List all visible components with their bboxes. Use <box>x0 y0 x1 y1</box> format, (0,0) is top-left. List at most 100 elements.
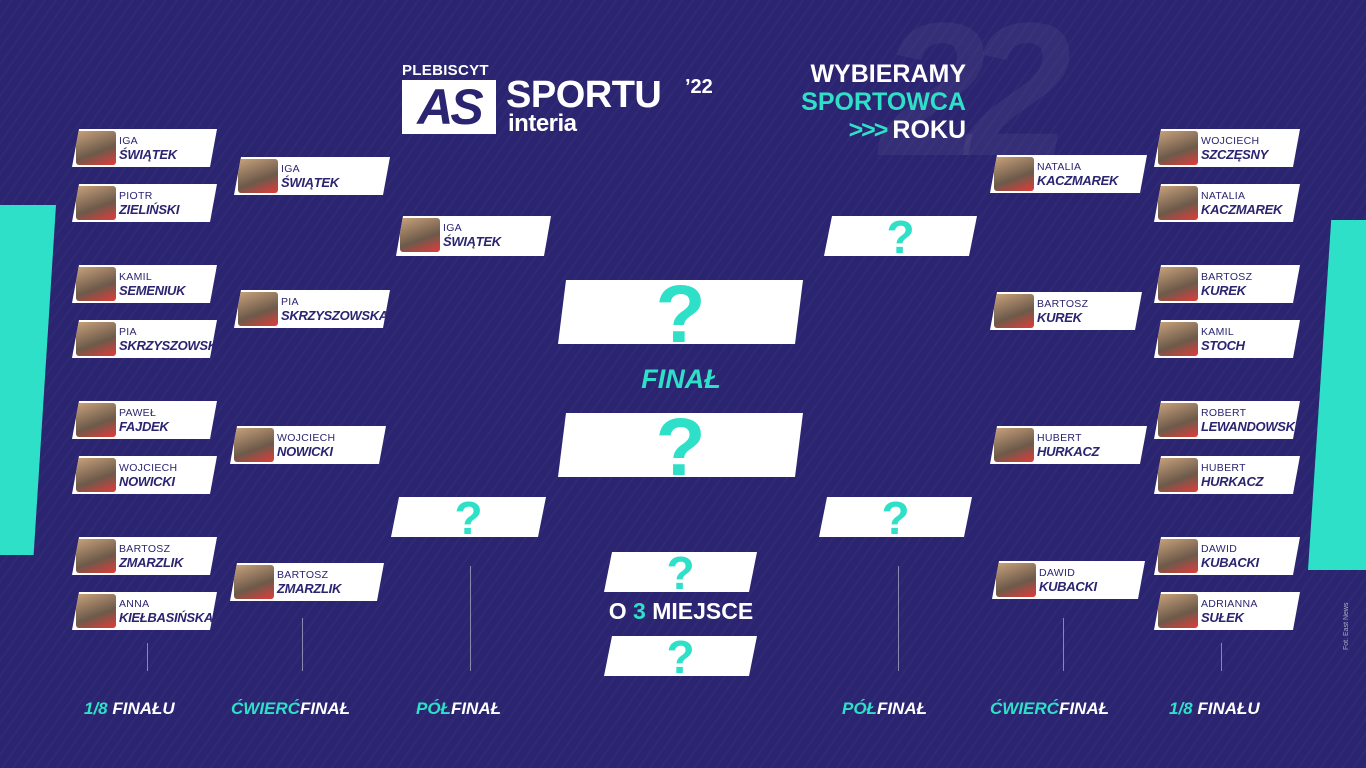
round-label-sf-left: PÓŁFINAŁ <box>416 699 501 719</box>
athlete-last-name: NOWICKI <box>119 474 175 489</box>
headline-line-3: >>>ROKU <box>801 116 966 144</box>
athlete-first-name: BARTOSZ <box>119 543 171 555</box>
athlete-last-name: FAJDEK <box>119 419 169 434</box>
round-label-highlight: ĆWIERĆ <box>231 699 300 718</box>
photo-credit: Fot. East News <box>1343 602 1350 650</box>
athlete-photo <box>76 539 116 573</box>
athlete-photo <box>1158 539 1198 573</box>
athlete-photo <box>76 322 116 356</box>
athlete-first-name: NATALIA <box>1037 161 1082 173</box>
round-label-r16-left: 1/8 FINAŁU <box>84 699 175 719</box>
athlete-first-name: IGA <box>443 222 462 234</box>
athlete-last-name: KUBACKI <box>1039 579 1097 594</box>
round-label-sf-right: PÓŁFINAŁ <box>842 699 927 719</box>
athlete-last-name: KUREK <box>1201 283 1246 298</box>
athlete-photo <box>1158 186 1198 220</box>
athlete-photo <box>994 157 1034 191</box>
headline-line-2: SPORTOWCA <box>801 88 966 116</box>
round-label-highlight: PÓŁ <box>416 699 451 718</box>
round-label-highlight: ĆWIERĆ <box>990 699 1059 718</box>
round-label-rest: FINAŁ <box>876 699 927 718</box>
divider-line <box>898 566 899 671</box>
athlete-last-name: ZIELIŃSKI <box>119 202 180 217</box>
athlete-first-name: HUBERT <box>1037 432 1082 444</box>
arrows-icon: >>> <box>848 116 889 144</box>
athlete-last-name: HURKACZ <box>1201 474 1264 489</box>
athlete-photo <box>76 594 116 628</box>
athlete-photo <box>76 186 116 220</box>
athlete-last-name: SZCZĘSNY <box>1201 147 1268 162</box>
round-label-highlight: 1/8 <box>84 699 108 718</box>
athlete-first-name: BARTOSZ <box>1201 271 1253 283</box>
final-slot-bottom[interactable]: ? <box>558 413 803 477</box>
athlete-last-name: KUREK <box>1037 310 1082 325</box>
athlete-last-name: ŚWIĄTEK <box>281 175 339 190</box>
right-sf-unknown-2[interactable]: ? <box>819 497 972 537</box>
final-slot-top[interactable]: ? <box>558 280 803 344</box>
question-mark-icon: ? <box>886 211 915 263</box>
third-place-post: MIEJSCE <box>652 598 754 624</box>
athlete-first-name: DAWID <box>1201 543 1238 555</box>
athlete-first-name: ADRIANNA <box>1201 598 1258 610</box>
round-label-rest: FINAŁ <box>450 699 501 718</box>
third-place-slot-bottom[interactable]: ? <box>604 636 757 676</box>
divider-line <box>1063 618 1064 671</box>
athlete-first-name: HUBERT <box>1201 462 1246 474</box>
athlete-first-name: BARTOSZ <box>277 569 329 581</box>
logo-plebiscyt-text: PLEBISCYT <box>402 62 489 79</box>
round-label-rest: FINAŁ <box>299 699 350 718</box>
athlete-photo <box>234 428 274 462</box>
athlete-first-name: ANNA <box>119 598 150 610</box>
athlete-last-name: KIEŁBASIŃSKA <box>119 610 213 625</box>
divider-line <box>1221 643 1222 671</box>
athlete-photo <box>238 159 278 193</box>
right-sf-unknown-1[interactable]: ? <box>824 216 977 256</box>
athlete-last-name: NOWICKI <box>277 444 333 459</box>
athlete-last-name: SEMENIUK <box>119 283 186 298</box>
athlete-first-name: NATALIA <box>1201 190 1246 202</box>
watermark-year: 22 <box>880 0 1071 196</box>
divider-line <box>302 618 303 671</box>
athlete-first-name: PIA <box>119 326 137 338</box>
third-place-pre: O <box>608 598 627 624</box>
third-place-slot-top[interactable]: ? <box>604 552 757 592</box>
athlete-last-name: ZMARZLIK <box>119 555 184 570</box>
athlete-last-name: KACZMAREK <box>1201 202 1283 217</box>
athlete-photo <box>1158 267 1198 301</box>
athlete-first-name: WOJCIECH <box>277 432 336 444</box>
left-sf-unknown[interactable]: ? <box>391 497 546 537</box>
question-mark-icon: ? <box>666 547 695 599</box>
athlete-first-name: PIOTR <box>119 190 153 202</box>
athlete-last-name: SUŁEK <box>1201 610 1244 625</box>
round-label-rest: FINAŁU <box>112 699 175 718</box>
athlete-first-name: WOJCIECH <box>119 462 178 474</box>
round-label-highlight: PÓŁ <box>842 699 877 718</box>
athlete-photo <box>238 292 278 326</box>
